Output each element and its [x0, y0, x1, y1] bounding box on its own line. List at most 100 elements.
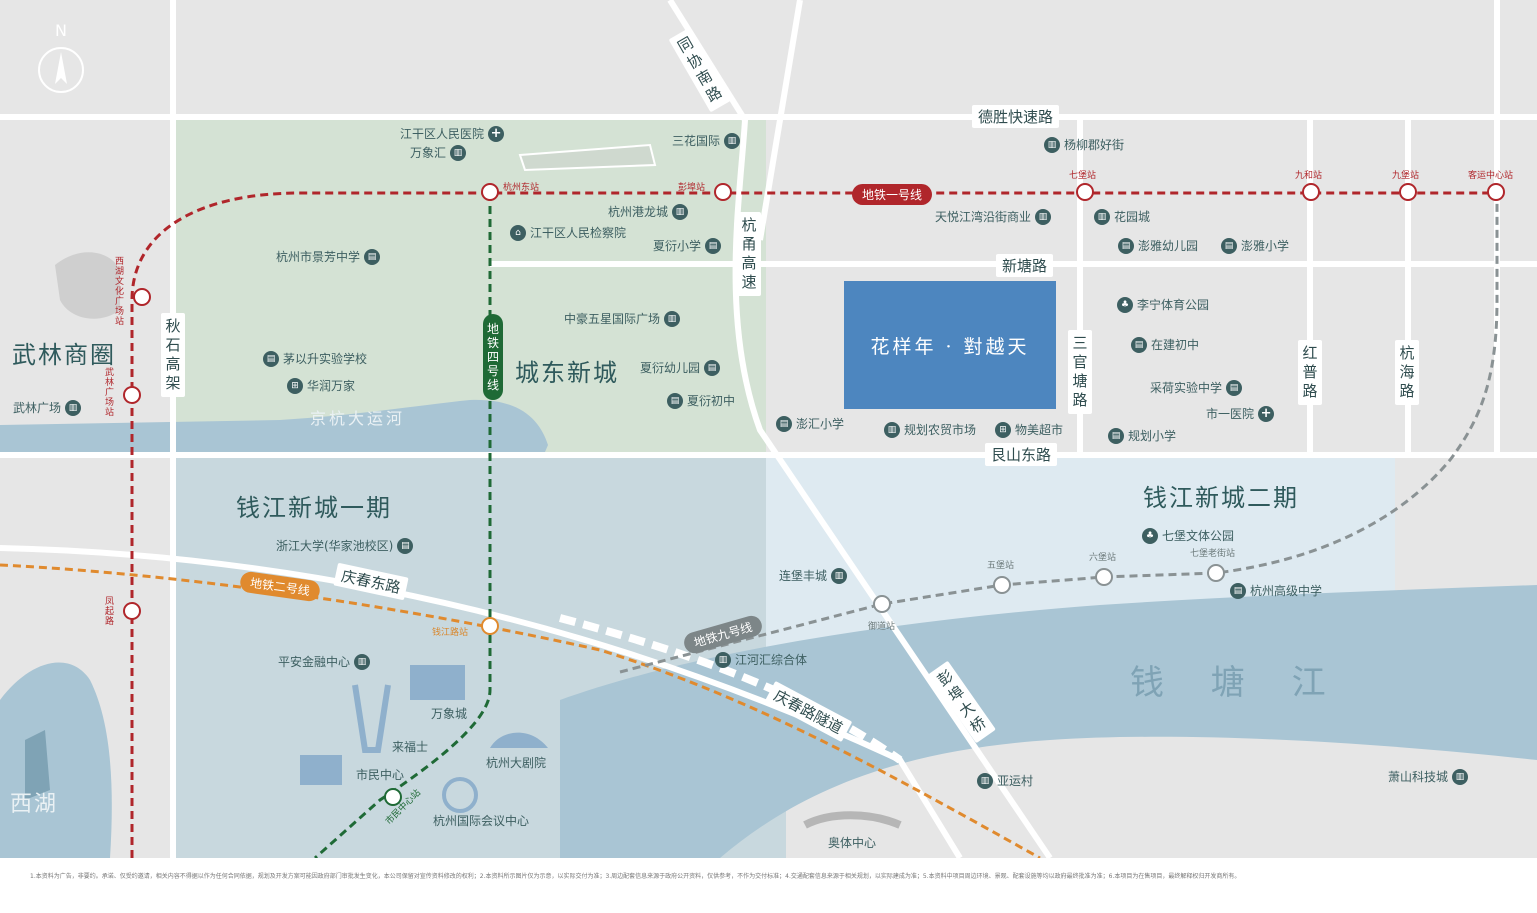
poi-citizen-center[interactable]: 市民中心 [356, 768, 405, 782]
station-xihu-culture-square: 西湖文化广场站 [115, 257, 125, 327]
poi-jingfang-middle[interactable]: 杭州市景芳中学▤ [276, 249, 381, 265]
school-icon: ▤ [1221, 238, 1237, 254]
poi-hangzhou-high-school[interactable]: ▤杭州高级中学 [1230, 583, 1322, 599]
school-icon: ▤ [1226, 380, 1243, 396]
poi-xiaoshan-tech-city[interactable]: 萧山科技城▥ [1388, 769, 1469, 785]
road-sanguantang: 三官塘路 [1068, 330, 1092, 414]
poi-sanhua-international[interactable]: 三花国际▥ [672, 133, 741, 149]
school-icon: ▤ [397, 538, 414, 554]
poi-zju-huajiachi[interactable]: 浙江大学(华家池校区)▤ [276, 538, 414, 554]
poi-label: 物美超市 [1015, 423, 1064, 437]
government-icon: ⌂ [510, 225, 526, 241]
station-pengbu: 彭埠站 [678, 183, 706, 193]
poi-label: 澎雅幼儿园 [1138, 239, 1199, 253]
poi-label: 江河汇综合体 [735, 653, 808, 667]
poi-lining-sports-park[interactable]: ♣李宁体育公园 [1117, 297, 1209, 313]
poi-maoyisheng-school[interactable]: ▤ 茅以升实验学校 [263, 351, 367, 367]
poi-yangliujun[interactable]: ▥杨柳郡好街 [1044, 137, 1124, 153]
poi-new-middle-school[interactable]: ▤在建初中 [1131, 337, 1199, 353]
building-icon: ▥ [1044, 137, 1060, 153]
building-icon: ▥ [664, 311, 681, 327]
poi-xiayan-middle[interactable]: ▤夏衍初中 [667, 393, 735, 409]
station-qibao: 七堡站 [1069, 171, 1097, 181]
school-icon: ▤ [776, 416, 792, 432]
building-icon: ▥ [1035, 209, 1052, 225]
road-desheng-expressway: 德胜快速路 [972, 105, 1060, 128]
station-keyun-center: 客运中心站 [1468, 171, 1514, 181]
poi-xiayan-kindergarten[interactable]: 夏衍幼儿园▤ [640, 360, 721, 376]
poi-label: 规划农贸市场 [904, 423, 977, 437]
poi-pengya-primary[interactable]: ▤澎雅小学 [1221, 238, 1289, 254]
poi-label: 华润万家 [307, 379, 356, 393]
school-icon: ▤ [263, 351, 279, 367]
footer-disclaimer: 1.本资料为广告，非要约。承诺、仅受约邀请，相关内容不得据以作为任何合同依据，规… [30, 873, 1241, 880]
poi-label: 三花国际 [672, 134, 721, 148]
hospital-icon: + [488, 126, 505, 142]
park-icon: ♣ [1117, 297, 1133, 313]
poi-label: 夏衍幼儿园 [640, 361, 701, 375]
poi-procuratorate[interactable]: ⌂江干区人民检察院 [510, 225, 626, 241]
station-wubao: 五堡站 [987, 561, 1015, 571]
poi-label: 杭州港龙城 [608, 205, 669, 219]
poi-asian-games-village[interactable]: ▥亚运村 [977, 773, 1033, 789]
station-qibao-old-street: 七堡老街站 [1190, 549, 1236, 559]
metro-line-4-tag: 地铁四号线 [483, 314, 503, 400]
road-hongpu: 红普路 [1298, 340, 1322, 405]
poi-jianggan-hospital[interactable]: 江干区人民医院+ [400, 126, 505, 142]
area-west-lake: 西湖 [10, 792, 59, 817]
poi-lianbao-fengcheng[interactable]: 连堡丰城▥ [779, 568, 848, 584]
station-fengqi-road: 凤起路 [105, 597, 115, 627]
poi-pengya-kindergarten[interactable]: ▤ 澎雅幼儿园 [1118, 238, 1198, 254]
poi-label: 茅以升实验学校 [283, 352, 368, 366]
poi-hangzhou-ganglong[interactable]: 杭州港龙城▥ [608, 204, 689, 220]
poi-label: 武林广场 [13, 401, 62, 415]
poi-wanxiangcheng[interactable]: 万象城 [431, 707, 468, 721]
area-qiantang-river: 钱 塘 江 [1130, 663, 1344, 703]
poi-wanxianghui[interactable]: 万象汇▥ [410, 145, 467, 161]
area-chengdong: 城东新城 [515, 359, 619, 387]
poi-qibao-park[interactable]: ♣七堡文体公园 [1142, 528, 1234, 544]
school-icon: ▤ [364, 249, 381, 265]
poi-wumei-supermarket[interactable]: ⊞ 物美超市 [995, 422, 1063, 438]
road-qiushi-elevated: 秋石高架 [161, 313, 185, 397]
compass-north-label: N [55, 21, 67, 40]
station-jiubao: 九堡站 [1392, 171, 1420, 181]
poi-label: 天悦江湾沿街商业 [935, 210, 1032, 224]
poi-xiayan-primary[interactable]: 夏衍小学▤ [653, 238, 722, 254]
poi-grand-theatre[interactable]: 杭州大剧院 [486, 756, 547, 770]
road-hangyong-expressway: 杭甬高速 [737, 212, 761, 296]
poi-label: 浙江大学(华家池校区) [276, 539, 394, 553]
poi-label: 亚运村 [997, 774, 1034, 788]
poi-tianyue-commercial[interactable]: 天悦江湾沿街商业▥ [935, 209, 1052, 225]
cart-icon: ⊞ [995, 422, 1011, 438]
building-icon: ▥ [672, 204, 689, 220]
school-icon: ▤ [1118, 238, 1134, 254]
poi-olympic-center[interactable]: 奥体中心 [828, 836, 877, 850]
poi-jianghehui-complex[interactable]: ▥江河汇综合体 [715, 652, 807, 668]
poi-wulin-square[interactable]: 武林广场▥ [13, 400, 82, 416]
project-highlight-block[interactable]: 花样年 · 對越天 [844, 281, 1056, 409]
station-liubao: 六堡站 [1089, 553, 1117, 563]
poi-label: 市一医院 [1206, 407, 1255, 421]
building-icon: ▥ [65, 400, 82, 416]
poi-planned-primary[interactable]: ▤规划小学 [1108, 428, 1176, 444]
station-yudao: 御道站 [868, 622, 896, 632]
building-icon: ▥ [831, 568, 848, 584]
poi-international-conference[interactable]: 杭州国际会议中心 [433, 814, 530, 828]
poi-penghui-primary[interactable]: ▤澎汇小学 [776, 416, 844, 432]
poi-raffles[interactable]: 来福士 [392, 740, 429, 754]
poi-label: 万象汇 [410, 146, 447, 160]
road-xintang: 新塘路 [996, 254, 1054, 277]
poi-huayuancheng[interactable]: ▥花园城 [1094, 209, 1150, 225]
school-icon: ▤ [705, 238, 722, 254]
poi-caihe-middle[interactable]: 采荷实验中学▤ [1150, 380, 1243, 396]
building-icon: ▥ [724, 133, 741, 149]
poi-zhonghao-plaza[interactable]: 中豪五星国际广场▥ [564, 311, 681, 327]
building-icon: ▥ [450, 145, 467, 161]
poi-shiyi-hospital[interactable]: 市一医院+ [1206, 406, 1275, 422]
poi-pingan-finance[interactable]: 平安金融中心▥ [278, 654, 371, 670]
poi-label: 夏衍小学 [653, 239, 702, 253]
poi-farmer-market[interactable]: ▥规划农贸市场 [884, 422, 976, 438]
poi-huarun-wanjia[interactable]: ⊞华润万家 [287, 378, 355, 394]
